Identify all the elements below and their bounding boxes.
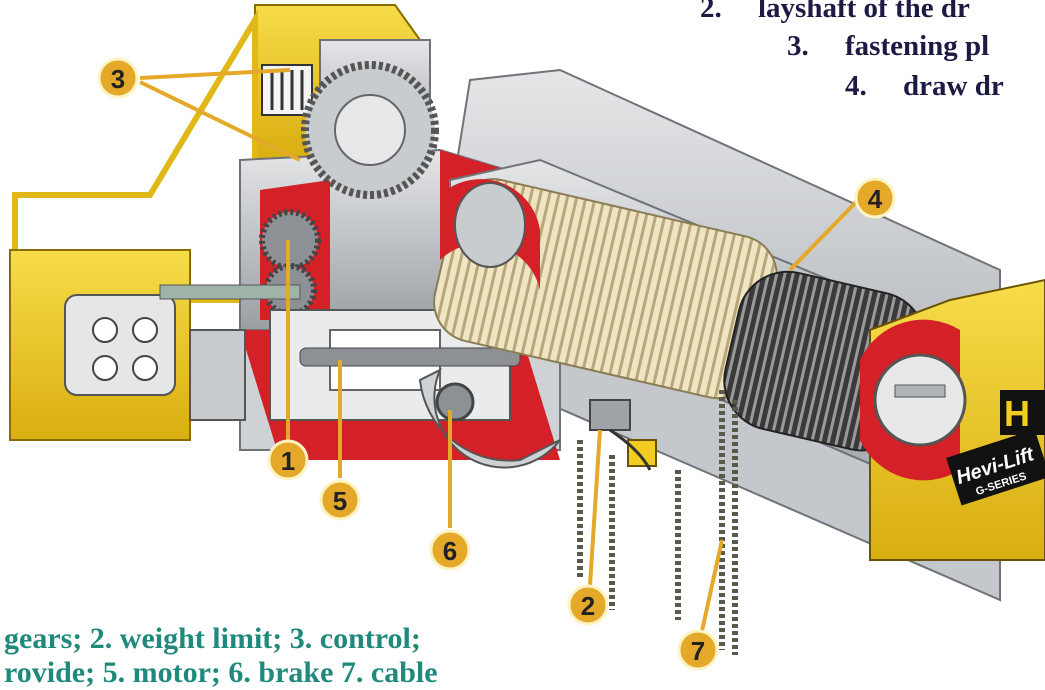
caption-line-1: gears; 2. weight limit; 3. control; [4, 622, 421, 655]
callout-7: 7 [677, 629, 719, 671]
callout-leaders [139, 68, 862, 641]
svg-text:7: 7 [691, 636, 705, 666]
svg-text:2: 2 [581, 591, 595, 621]
hoist-cutaway-diagram: H Hevi-Lift G-SERIES 1 2 3 4 5 [9, 4, 1045, 671]
weight-limit-switch [589, 399, 657, 471]
svg-text:3: 3 [111, 64, 125, 94]
callout-3: 3 [97, 57, 139, 99]
top-list-item-3: 3. fastening pl [787, 30, 989, 63]
top-list-text: draw dr [903, 70, 1004, 102]
top-list-number: 3. [787, 30, 809, 62]
control-box [9, 4, 421, 441]
top-list-number: 4. [845, 70, 867, 102]
svg-text:5: 5 [333, 486, 347, 516]
callout-2: 2 [567, 584, 609, 626]
caption-line-2: rovide; 5. motor; 6. brake 7. cable [4, 656, 438, 689]
top-list-number: 2. [700, 0, 722, 24]
hevi-lift-logo: H Hevi-Lift G-SERIES [946, 390, 1045, 506]
top-list-item-2: 2. layshaft of the dr [700, 0, 970, 25]
svg-text:H: H [1004, 393, 1030, 434]
svg-text:4: 4 [868, 184, 883, 214]
svg-text:1: 1 [281, 446, 295, 476]
top-list-text: layshaft of the dr [758, 0, 970, 24]
top-list-text: fastening pl [845, 30, 990, 62]
svg-text:6: 6 [443, 536, 457, 566]
top-list-item-4: 4. draw dr [845, 70, 1004, 103]
callout-1: 1 [267, 439, 309, 481]
callout-6: 6 [429, 529, 471, 571]
callout-4: 4 [854, 177, 896, 219]
callout-5: 5 [319, 479, 361, 521]
hanging-ropes [577, 390, 738, 655]
